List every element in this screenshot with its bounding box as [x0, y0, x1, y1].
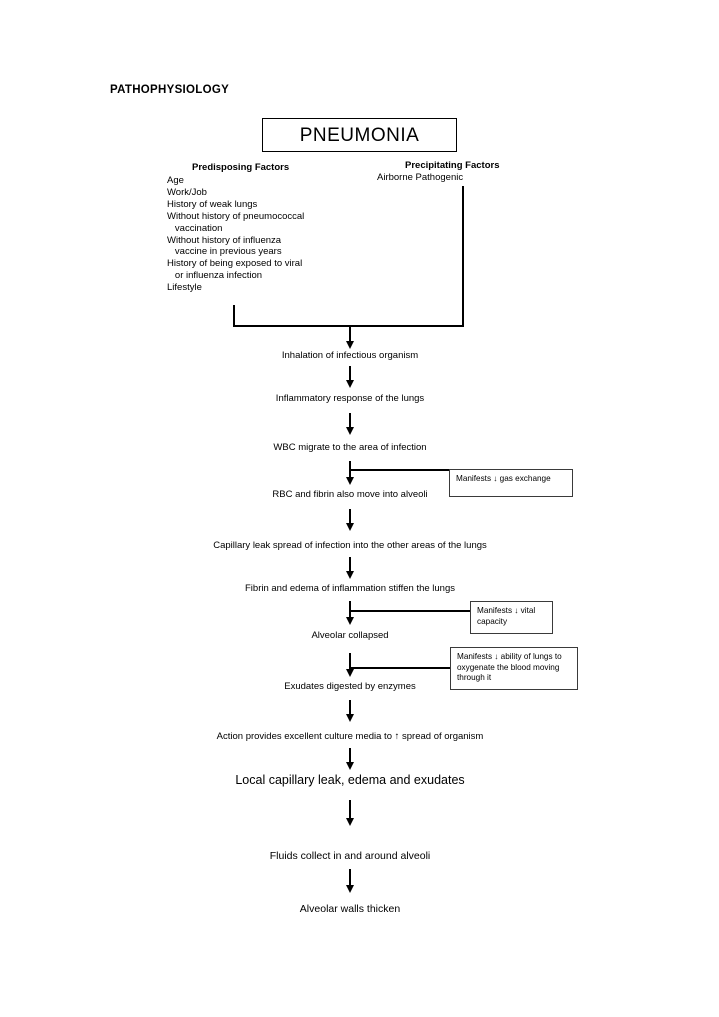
- predisposing-factors-heading: Predisposing Factors: [192, 162, 290, 173]
- bracket-left-arm: [233, 305, 235, 327]
- callout-vital-capacity-text: Manifests ↓ vital capacity: [477, 606, 536, 626]
- flow-arrow-to-culture-media: [342, 700, 358, 722]
- bracket-right-arm: [462, 186, 464, 327]
- flow-step-wbc-migrate: WBC migrate to the area of infection: [273, 442, 427, 453]
- callout-gas-exchange-text: Manifests ↓ gas exchange: [456, 474, 551, 483]
- flow-step-local-capillary: Local capillary leak, edema and exudates: [235, 773, 465, 787]
- flow-step-alveolar-walls: Alveolar walls thicken: [299, 903, 401, 915]
- precipitating-factors-list: Airborne Pathogenic: [377, 172, 464, 183]
- callout-oxygenation-text: Manifests ↓ ability of lungs to oxygenat…: [457, 652, 562, 682]
- flow-step-capillary-leak: Capillary leak spread of infection into …: [213, 540, 487, 551]
- flow-step-inflammatory: Inflammatory response of the lungs: [275, 393, 425, 404]
- callout-connector-gas-exchange: [350, 469, 450, 471]
- flow-step-rbc-fibrin: RBC and fibrin also move into alveoli: [272, 489, 428, 500]
- diagnosis-box: PNEUMONIA: [262, 118, 457, 152]
- predisposing-factors-list: Age Work/Job History of weak lungs Witho…: [167, 175, 305, 294]
- bracket-horizontal-bar: [233, 325, 464, 327]
- flow-step-alveolar-collapsed: Alveolar collapsed: [311, 630, 389, 641]
- callout-connector-oxygenation: [350, 667, 451, 669]
- callout-connector-vital-capacity: [350, 610, 471, 612]
- flow-arrow-to-exudates-digested: [342, 653, 358, 677]
- flow-arrow-to-alveolar-walls: [342, 869, 358, 893]
- callout-oxygenation: Manifests ↓ ability of lungs to oxygenat…: [450, 647, 578, 690]
- callout-vital-capacity: Manifests ↓ vital capacity: [470, 601, 553, 634]
- flow-arrow-to-capillary-leak: [342, 509, 358, 531]
- diagnosis-label: PNEUMONIA: [299, 124, 420, 146]
- flow-arrow-to-inhalation: [342, 327, 358, 349]
- flow-arrow-to-alveolar-collapsed: [342, 601, 358, 625]
- precipitating-factors-heading: Precipitating Factors: [405, 160, 500, 171]
- flow-arrow-to-fluids-collect: [342, 800, 358, 826]
- flow-arrow-to-rbc-fibrin: [342, 461, 358, 485]
- flow-arrow-to-wbc-migrate: [342, 413, 358, 435]
- flow-step-inhalation: Inhalation of infectious organism: [281, 350, 419, 361]
- flow-arrow-to-fibrin-edema: [342, 557, 358, 579]
- flow-step-fibrin-edema: Fibrin and edema of inflammation stiffen…: [245, 583, 455, 594]
- flow-step-fluids-collect: Fluids collect in and around alveoli: [269, 850, 431, 862]
- flow-step-exudates-digested: Exudates digested by enzymes: [284, 681, 416, 692]
- flow-arrow-to-local-capillary: [342, 748, 358, 770]
- callout-gas-exchange: Manifests ↓ gas exchange: [449, 469, 573, 497]
- flow-step-culture-media: Action provides excellent culture media …: [216, 731, 484, 742]
- flow-arrow-to-inflammatory: [342, 366, 358, 388]
- page-title: PATHOPHYSIOLOGY: [110, 84, 230, 96]
